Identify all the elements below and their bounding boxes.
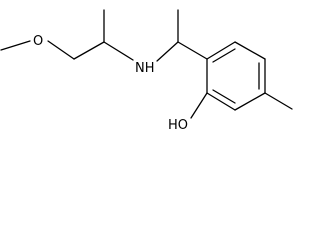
bond-ring-methyl <box>264 92 293 110</box>
bond-ch-n <box>103 41 134 61</box>
bond-ch2-ch <box>73 41 105 60</box>
bond-ch2nd-ring <box>177 41 208 60</box>
bond-o-ch2 <box>47 40 75 60</box>
ring-double-bond-a <box>212 48 236 63</box>
bond-n-ch2nd <box>156 41 179 62</box>
nitrogen-label: NH <box>135 61 155 76</box>
ring-bond-2 <box>234 41 266 60</box>
ring-bond-4 <box>234 92 266 111</box>
structure-diagram: O NH HO <box>0 9 293 131</box>
bond-ring-oh <box>190 92 208 119</box>
oxygen-label: O <box>33 34 43 49</box>
ring-double-bond-c <box>212 89 236 104</box>
hydroxyl-label: HO <box>168 118 188 131</box>
bond-methyl-o <box>0 40 31 51</box>
ring-bond-5 <box>206 92 236 111</box>
ring-bond-1 <box>206 41 236 60</box>
